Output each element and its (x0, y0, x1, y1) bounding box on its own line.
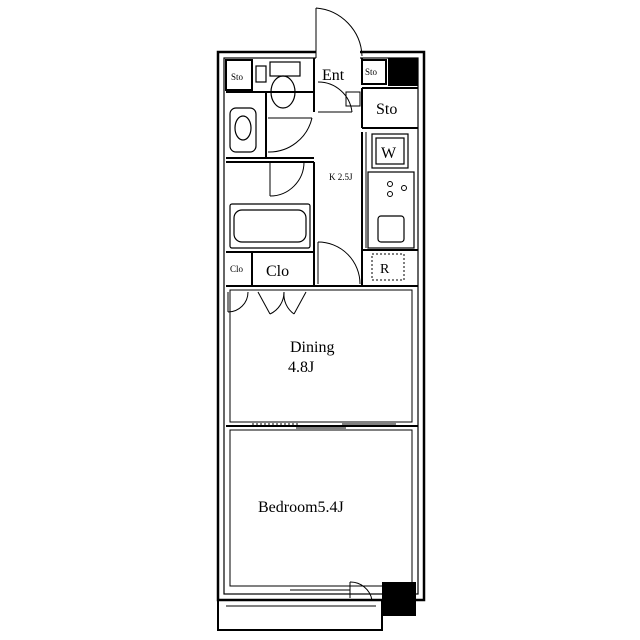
label-dining-name: Dining (290, 339, 334, 356)
refrigerator-box (371, 253, 405, 281)
balcony-window (240, 585, 350, 591)
bedroom-room (229, 429, 413, 587)
balcony (217, 599, 383, 631)
label-kitchen: K 2.5J (329, 172, 353, 182)
closet-doors (257, 291, 307, 315)
bathtub (229, 203, 311, 249)
washbasin (229, 107, 257, 153)
label-washer: W (381, 145, 397, 162)
label-closet-small: Clo (230, 264, 244, 274)
kitchen-counter (367, 171, 415, 249)
interior-walls (225, 58, 418, 427)
sliding-door-dining-bedroom (252, 423, 396, 429)
entrance-door (315, 7, 363, 58)
label-storage-top-right: Sto (365, 67, 378, 77)
label-bedroom: Bedroom5.4J (258, 499, 344, 516)
vanity-door (267, 117, 313, 153)
label-entrance: Ent (322, 67, 345, 84)
label-storage-mid: Sto (376, 101, 397, 118)
toilet-fixture (255, 61, 301, 109)
label-storage-top-left: Sto (231, 72, 244, 82)
washer-box (371, 133, 409, 169)
corridor-door (317, 241, 361, 285)
balcony-door (349, 581, 373, 601)
pillar-top-right (388, 58, 418, 86)
dining-room (229, 289, 413, 423)
label-closet: Clo (266, 263, 289, 280)
label-refrigerator: R (380, 262, 390, 277)
label-dining-size: 4.8J (288, 359, 314, 376)
bathroom-door (269, 161, 305, 197)
stove-icon (387, 181, 407, 197)
small-closet-door (227, 291, 249, 313)
toilet-door (317, 81, 361, 113)
pillar-bottom-right (382, 582, 416, 616)
